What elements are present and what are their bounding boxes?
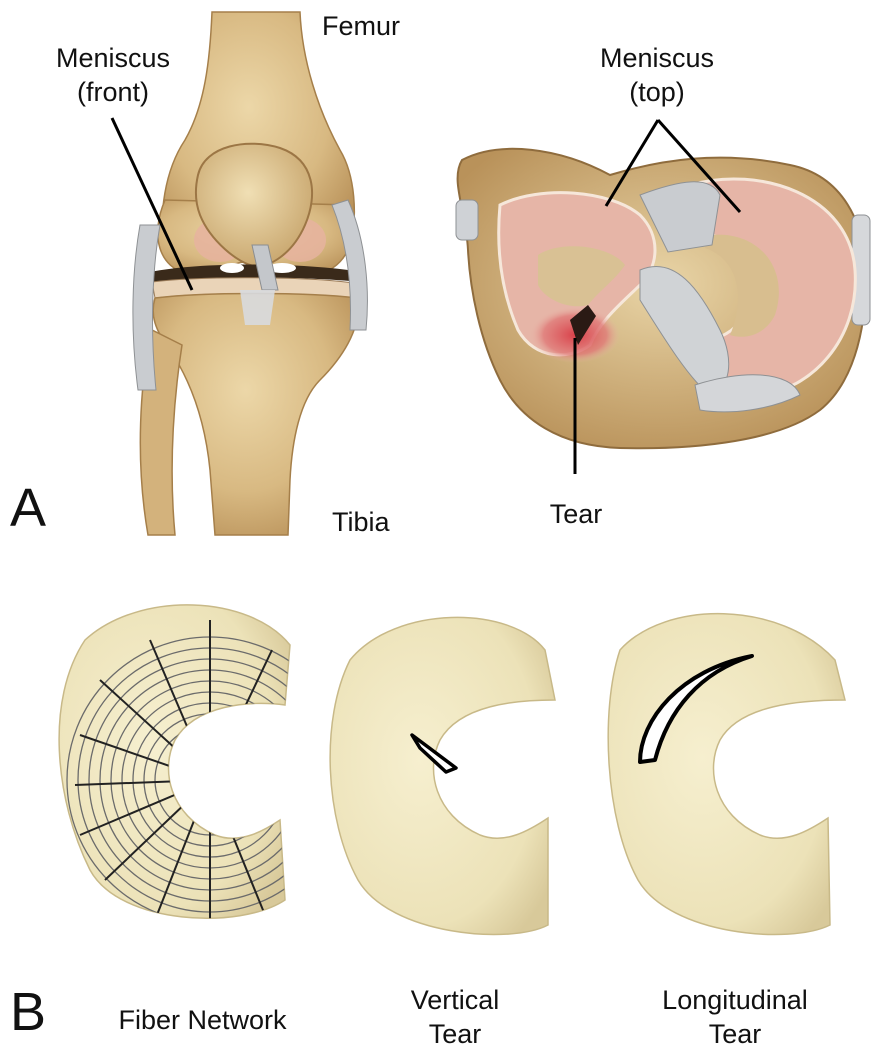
- femur-label: Femur: [322, 8, 400, 44]
- panel-a-letter: A: [10, 478, 46, 538]
- longitudinal-tear-caption-line2: Tear: [630, 1016, 840, 1052]
- tibia-label: Tibia: [332, 504, 390, 540]
- fiber-network-specimen: [59, 605, 353, 930]
- vertical-tear-caption-line1: Vertical: [380, 982, 530, 1018]
- knee-top-illustration: [456, 149, 870, 448]
- panel-b-letter: B: [10, 982, 46, 1042]
- meniscus-front-label-line2: (front): [28, 74, 198, 110]
- meniscus-front-label-line1: Meniscus: [28, 40, 198, 76]
- vertical-tear-caption-line2: Tear: [380, 1016, 530, 1052]
- longitudinal-tear-specimen: [608, 614, 845, 935]
- fiber-network-caption: Fiber Network: [100, 1002, 305, 1038]
- tear-label: Tear: [540, 496, 612, 532]
- vertical-tear-specimen: [330, 617, 555, 934]
- meniscus-top-label-line1: Meniscus: [572, 40, 742, 76]
- meniscus-top-label-line2: (top): [572, 74, 742, 110]
- longitudinal-tear-caption-line1: Longitudinal: [630, 982, 840, 1018]
